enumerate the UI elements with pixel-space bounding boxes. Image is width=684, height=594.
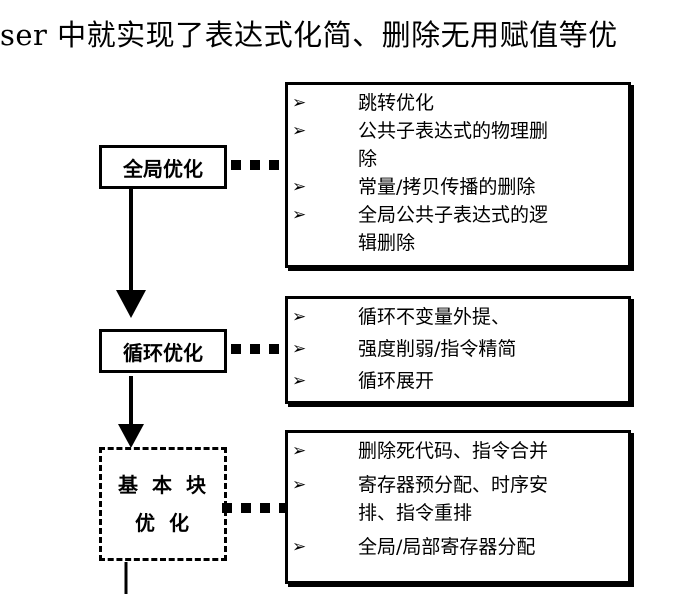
bullet-icon: ➢ — [292, 339, 307, 359]
panel-global-optimization: ➢ 跳转优化 ➢ 公共子表达式的物理删 除 ➢ 常量/拷贝传播的删除 ➢ 全局公… — [285, 82, 631, 268]
bullet-icon: ➢ — [292, 121, 307, 141]
stage-global-label: 全局优化 — [123, 156, 203, 181]
bullet-icon: ➢ — [292, 93, 307, 113]
list-item: ➢ 强度削弱/指令精简 — [292, 335, 622, 363]
arrow-head-1 — [116, 290, 146, 318]
bullet-icon: ➢ — [292, 475, 307, 495]
bullet-icon: ➢ — [292, 537, 307, 557]
list-item: 排、指令重排 — [358, 502, 473, 524]
bullet-icon: ➢ — [292, 177, 307, 197]
list-item: ➢ 全局/局部寄存器分配 — [292, 533, 622, 561]
bullet-icon: ➢ — [292, 371, 307, 391]
list-item: ➢ 跳转优化 — [292, 89, 622, 117]
panel-basic-block-optimization: ➢ 删除死代码、指令合并 ➢ 寄存器预分配、时序安 排、指令重排 ➢ 全局/局部… — [285, 430, 631, 584]
list-item: 除 — [358, 148, 378, 170]
list-item: ➢ 寄存器预分配、时序安 — [292, 471, 622, 499]
list-item: ➢ 全局公共子表达式的逻 — [292, 201, 622, 229]
panel-loop-optimization: ➢ 循环不变量外提、 ➢ 强度削弱/指令精简 ➢ 循环展开 — [285, 296, 631, 404]
list-item: ➢ 常量/拷贝传播的删除 — [292, 173, 622, 201]
connector-dots-3 — [222, 503, 289, 513]
bullet-icon: ➢ — [292, 205, 307, 225]
list-item: ➢ 删除死代码、指令合并 — [292, 437, 622, 465]
stage-loop-optimization: 循环优化 — [99, 329, 227, 373]
bullet-icon: ➢ — [292, 441, 307, 461]
bullet-icon: ➢ — [292, 307, 307, 327]
list-item: ➢ 公共子表达式的物理删 — [292, 117, 622, 145]
stage-basic-block-label-line1: 基本块 — [118, 473, 220, 497]
list-item: ➢ 循环不变量外提、 — [292, 303, 622, 331]
arrow-head-2 — [118, 424, 144, 448]
stage-basic-block-optimization: 基本块 优化 — [99, 447, 227, 561]
header-text: ser 中就实现了表达式化简、删除无用赋值等优 — [0, 18, 618, 52]
list-item: ➢ 循环展开 — [292, 367, 622, 395]
stage-basic-block-label-line2: 优化 — [135, 511, 203, 535]
list-item: 辑删除 — [358, 232, 416, 254]
stage-global-optimization: 全局优化 — [99, 145, 227, 189]
stage-loop-label: 循环优化 — [123, 340, 203, 365]
